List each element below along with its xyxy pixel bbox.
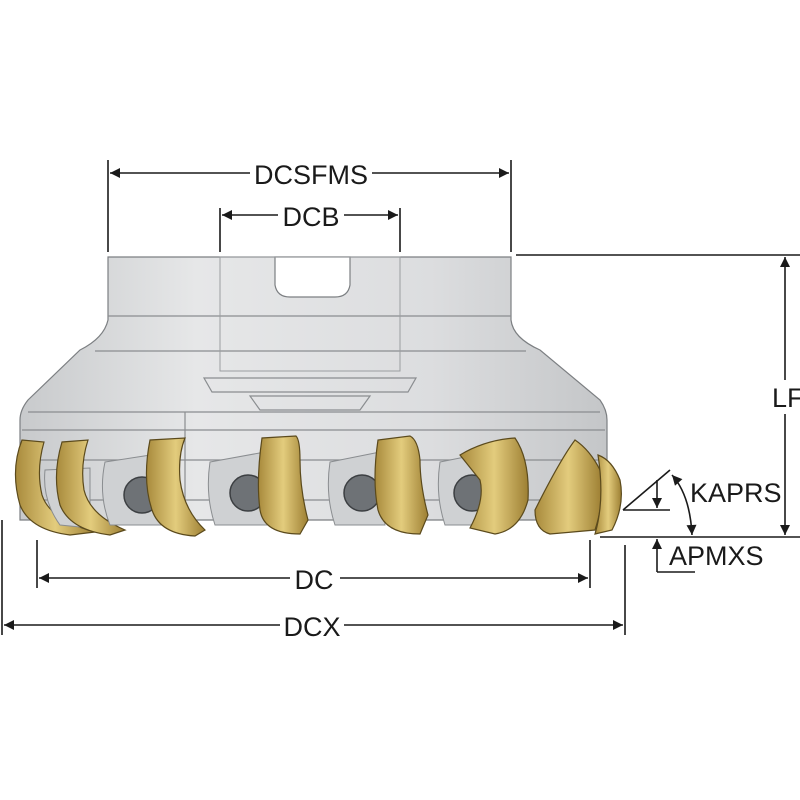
dimension-kaprs [622, 469, 697, 573]
cutting-inserts [14, 435, 622, 537]
insert [14, 439, 96, 536]
label-dcx: DCX [283, 612, 340, 642]
drive-slot [274, 256, 351, 298]
insert [55, 439, 127, 536]
label-dc: DC [295, 565, 334, 595]
insert [257, 435, 309, 535]
dimension-dcsfms [107, 160, 512, 252]
insert [594, 454, 622, 535]
dimension-dcx [1, 520, 626, 635]
label-dcsfms: DCSFMS [254, 160, 368, 190]
dimension-lf [516, 254, 800, 538]
dimension-dc [36, 540, 591, 588]
insert [145, 437, 206, 537]
insert [374, 435, 429, 535]
label-dcb: DCB [282, 202, 339, 232]
label-apmxs: APMXS [669, 541, 764, 571]
insert [459, 437, 529, 535]
label-lf: LF [772, 383, 800, 413]
label-kaprs: KAPRS [690, 478, 782, 508]
dimension-dcb [219, 208, 401, 252]
